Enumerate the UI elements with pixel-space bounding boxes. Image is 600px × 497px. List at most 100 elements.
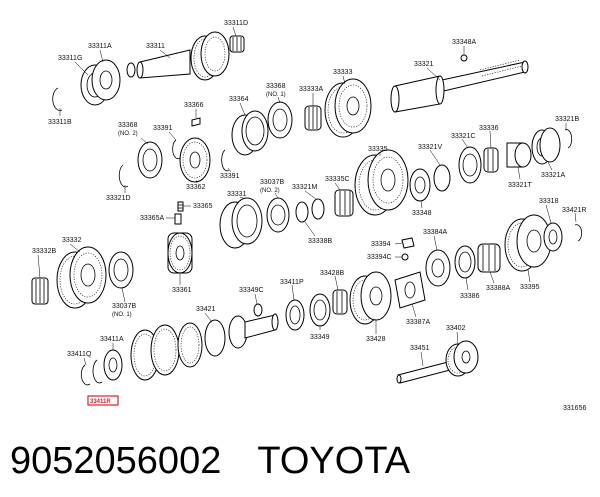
label-33333a[interactable]: 33333A xyxy=(299,86,323,93)
label-33394[interactable]: 33394 xyxy=(371,241,391,248)
ring-33386[interactable] xyxy=(454,245,476,279)
label-33365a[interactable]: 33365A xyxy=(140,215,164,222)
input-shaft-33311[interactable] xyxy=(136,31,230,81)
label-33361[interactable]: 33361 xyxy=(172,287,192,294)
counter-shaft-33421[interactable] xyxy=(130,313,279,381)
label-33421[interactable]: 33421 xyxy=(196,306,216,313)
synchro-ring-33349[interactable] xyxy=(309,293,331,327)
label-33391-a[interactable]: 33391 xyxy=(153,125,173,132)
washer-33338b[interactable] xyxy=(295,201,309,223)
label-33348[interactable]: 33348 xyxy=(412,210,432,217)
needle-bearing-33336[interactable] xyxy=(483,147,499,173)
sleeve-33364[interactable] xyxy=(231,110,269,156)
label-33421r[interactable]: 33421R xyxy=(562,207,587,214)
label-33366[interactable]: 33366 xyxy=(184,102,204,109)
ring-33349c[interactable] xyxy=(253,303,263,317)
washer-33321v[interactable] xyxy=(433,164,451,192)
label-33411p[interactable]: 33411P xyxy=(280,279,304,286)
label-33411q[interactable]: 33411Q xyxy=(67,351,92,358)
snap-ring-33391-b[interactable] xyxy=(221,149,230,172)
reverse-idler-gear-33402[interactable] xyxy=(445,340,479,377)
label-33321[interactable]: 33321 xyxy=(414,61,434,68)
snap-ring-33311b[interactable] xyxy=(52,87,63,111)
label-33368-no1[interactable]: 33368 xyxy=(266,83,286,90)
ring-33321m[interactable] xyxy=(311,198,325,220)
needle-bearing-33333a[interactable] xyxy=(304,105,322,131)
label-33332[interactable]: 33332 xyxy=(62,237,82,244)
gear-33428[interactable] xyxy=(349,271,392,325)
gear-33333[interactable] xyxy=(324,78,372,138)
spring-33365[interactable] xyxy=(177,201,184,212)
label-33451[interactable]: 33451 xyxy=(410,345,430,352)
snap-ring-33411r[interactable] xyxy=(92,359,103,384)
bearing-33318[interactable] xyxy=(543,222,563,252)
synchro-ring-33037b-no2[interactable] xyxy=(266,197,290,233)
label-33037b-no1[interactable]: 33037B xyxy=(112,303,136,310)
washer-33311g[interactable] xyxy=(126,62,136,78)
gear-33332[interactable] xyxy=(56,246,107,309)
label-33321c[interactable]: 33321C xyxy=(451,133,476,140)
label-33338b[interactable]: 33338B xyxy=(308,238,332,245)
label-33037b-no2[interactable]: 33037B xyxy=(260,179,284,186)
label-33349[interactable]: 33349 xyxy=(310,334,330,341)
label-33336[interactable]: 33336 xyxy=(479,125,499,132)
bearing-33321a[interactable] xyxy=(531,127,561,165)
highlighted-part-label[interactable]: 33411R xyxy=(90,399,111,405)
synchro-ring-33368-no1[interactable] xyxy=(267,101,293,139)
label-33311a[interactable]: 33311A xyxy=(88,43,112,50)
snap-ring-33321d[interactable] xyxy=(118,164,129,188)
gear-33335[interactable] xyxy=(354,149,409,216)
label-33349c[interactable]: 33349C xyxy=(239,287,264,294)
key-33366[interactable] xyxy=(191,117,201,127)
label-33321b[interactable]: 33321B xyxy=(555,116,579,123)
label-33311d[interactable]: 33311D xyxy=(224,20,248,27)
hub-33384a[interactable] xyxy=(425,249,451,287)
ball-33394c[interactable] xyxy=(401,253,409,261)
label-33321m[interactable]: 33321M xyxy=(292,184,317,191)
label-33332b[interactable]: 33332B xyxy=(32,248,56,255)
snap-ring-33421r[interactable] xyxy=(574,224,583,242)
label-33335[interactable]: 33335 xyxy=(368,146,388,153)
label-33348a[interactable]: 33348A xyxy=(452,39,476,46)
bearing-33411a[interactable] xyxy=(103,349,123,381)
label-33333[interactable]: 33333 xyxy=(333,69,353,76)
label-33362[interactable]: 33362 xyxy=(186,184,206,191)
synchro-ring-33037b-no1[interactable] xyxy=(108,251,134,289)
label-33311g[interactable]: 33311G xyxy=(58,55,82,62)
hub-33361[interactable] xyxy=(167,232,193,274)
label-33321a[interactable]: 33321A xyxy=(541,172,565,179)
idler-shaft-33451[interactable] xyxy=(396,361,451,384)
gear-33395[interactable] xyxy=(504,214,552,272)
label-33321t[interactable]: 33321T xyxy=(508,182,532,189)
key-33365a[interactable] xyxy=(174,213,182,225)
label-33335c[interactable]: 33335C xyxy=(325,176,350,183)
synchro-ring-33368-no2[interactable] xyxy=(137,141,163,179)
highlighted-part-box[interactable] xyxy=(87,395,119,406)
bearing-33311a[interactable] xyxy=(80,59,121,106)
needle-bearing-33335c[interactable] xyxy=(334,189,354,217)
label-33311[interactable]: 33311 xyxy=(146,43,165,50)
label-33391-b[interactable]: 33391 xyxy=(220,173,240,180)
bearing-33428b[interactable] xyxy=(332,289,348,315)
snap-ring-33411q[interactable] xyxy=(80,364,91,386)
snap-ring-33321b[interactable] xyxy=(564,129,573,149)
bearing-33332b[interactable] xyxy=(31,277,49,305)
label-33387a[interactable]: 33387A xyxy=(406,319,430,326)
synchro-33394[interactable] xyxy=(401,237,415,249)
hub-33362[interactable] xyxy=(179,137,211,183)
output-shaft-33321[interactable] xyxy=(390,59,529,113)
label-33311b[interactable]: 33311B xyxy=(48,119,72,126)
label-33402[interactable]: 33402 xyxy=(446,325,466,332)
needle-bearing-33311d[interactable] xyxy=(229,35,245,53)
label-33428[interactable]: 33428 xyxy=(366,336,386,343)
label-33395[interactable]: 33395 xyxy=(520,284,540,291)
label-33364[interactable]: 33364 xyxy=(229,96,249,103)
label-33321v[interactable]: 33321V xyxy=(418,144,442,151)
label-33321d[interactable]: 33321D xyxy=(106,195,131,202)
label-33386[interactable]: 33386 xyxy=(460,293,480,300)
label-33394c[interactable]: 33394C xyxy=(367,254,392,261)
snap-ring-33391-a[interactable] xyxy=(172,139,181,160)
label-33318[interactable]: 33318 xyxy=(539,198,559,205)
ball-33348a[interactable] xyxy=(460,54,468,62)
synchro-ring-33321c[interactable] xyxy=(458,146,482,184)
